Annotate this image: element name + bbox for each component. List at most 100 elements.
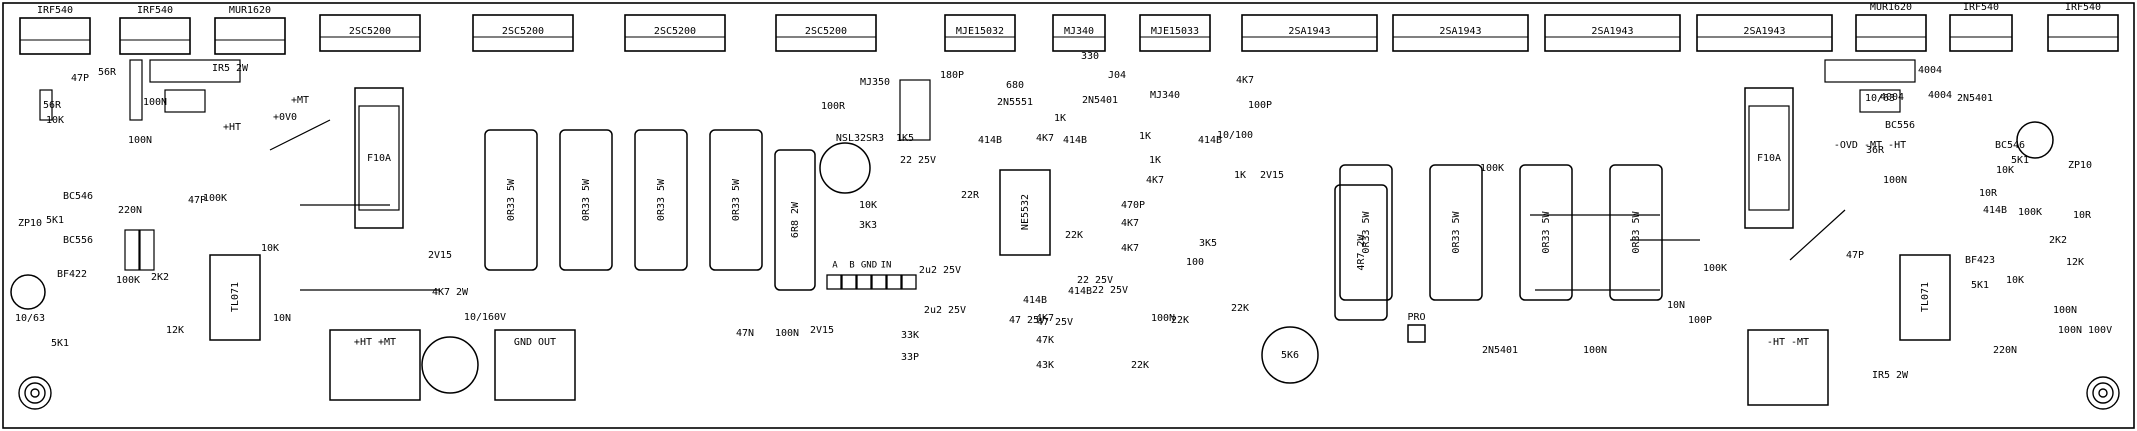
power-resistor xyxy=(709,129,763,271)
transistor-outline xyxy=(1052,14,1106,52)
resistor-body xyxy=(129,59,143,121)
component-label: 414B xyxy=(1198,135,1222,146)
component-label: ZP10 xyxy=(2068,160,2092,171)
component-label: 100R xyxy=(821,101,846,112)
transistor-outline xyxy=(2047,14,2119,52)
component-label: 100N xyxy=(2053,305,2077,316)
component-label: 1K xyxy=(1139,131,1151,142)
component-label: 2V15 xyxy=(1260,170,1284,181)
transistor-outline xyxy=(1855,14,1927,52)
component-label: 22K xyxy=(1065,230,1083,241)
rail-label: -OVD -MT -HT xyxy=(1834,140,1906,151)
ic-outline xyxy=(999,169,1051,256)
rail-label: +0V0 xyxy=(273,112,297,123)
header-pin xyxy=(856,274,872,290)
component-label: 2N5401 xyxy=(1957,93,1993,104)
component-label: IR5 2W xyxy=(212,63,249,74)
component-label: 220N xyxy=(1993,345,2017,356)
transistor-outline xyxy=(1139,14,1211,52)
resistor-body xyxy=(1824,59,1916,83)
transistor-label: 2SC5200 xyxy=(805,26,847,37)
component-label: 100 xyxy=(1186,257,1204,268)
component-label: 180P xyxy=(940,70,964,81)
component-label: 22K xyxy=(1231,303,1249,314)
component-label: BC546 xyxy=(63,191,93,202)
component-label: 1K5 xyxy=(896,133,914,144)
power-resistor-label: 0R33 5W xyxy=(731,178,742,221)
component-label: 22 25V xyxy=(1092,285,1128,296)
component-label: 100K xyxy=(1703,263,1727,274)
component-label: 5K1 xyxy=(51,338,69,349)
component-label: 414B xyxy=(1023,295,1047,306)
component-label: 100N 100V xyxy=(2058,325,2112,336)
component-label: 12K xyxy=(166,325,184,336)
connector-block xyxy=(1407,324,1426,343)
component-label: 47P xyxy=(1846,250,1864,261)
power-resistor xyxy=(484,129,538,271)
transistor-label: IRF540 xyxy=(2065,2,2101,13)
component-label: 47 25V xyxy=(1009,315,1045,326)
connector-label: +HT +MT xyxy=(354,337,396,348)
component-label: 100K xyxy=(116,275,140,286)
electrolytic-capacitor xyxy=(1261,326,1319,384)
trimmer-potentiometer xyxy=(2016,121,2054,159)
component-label: 100N xyxy=(143,97,167,108)
fuse-label: F10A xyxy=(1757,153,1781,164)
component-label: 10/63 xyxy=(15,313,45,324)
ic-label: TL071 xyxy=(230,282,241,312)
header-pin xyxy=(886,274,902,290)
component-label: 2N5401 xyxy=(1482,345,1518,356)
component-label: 470P xyxy=(1121,200,1145,211)
component-label: 2V15 xyxy=(428,250,452,261)
component-label: 4K7 2W xyxy=(432,287,469,298)
power-resistor xyxy=(774,149,816,291)
component-label: 10N xyxy=(1667,300,1685,311)
component-label: 47P xyxy=(188,195,206,206)
resistor-body xyxy=(1859,89,1901,113)
ic-outline xyxy=(209,254,261,341)
ic-outline xyxy=(1899,254,1951,341)
component-label: 33K xyxy=(901,330,919,341)
connector-label: GND OUT xyxy=(514,337,556,348)
component-label: 2V15 xyxy=(810,325,834,336)
rail-label: +MT xyxy=(291,95,309,106)
component-label: 10K xyxy=(1996,165,2014,176)
component-label: 4K7 xyxy=(1036,133,1054,144)
connector-label: PRO xyxy=(1407,312,1425,323)
component-label: 5K1 xyxy=(2011,155,2029,166)
connector-block xyxy=(329,329,421,401)
component-label: 4004 xyxy=(1880,92,1904,103)
mounting-hole xyxy=(2092,382,2114,404)
component-label: BC556 xyxy=(63,235,93,246)
component-label: BF423 xyxy=(1965,255,1995,266)
electrolytic-capacitor xyxy=(10,274,46,310)
transistor-label: MJ340 xyxy=(1064,26,1094,37)
component-label: 2N5401 xyxy=(1082,95,1118,106)
component-label: 22R xyxy=(961,190,980,201)
component-label: 220N xyxy=(118,205,142,216)
power-resistor xyxy=(1609,164,1663,301)
mounting-hole xyxy=(2098,388,2108,398)
component-label: MJ350 xyxy=(860,77,890,88)
power-resistor xyxy=(559,129,613,271)
component-label: 10N xyxy=(273,313,291,324)
fuse-holder xyxy=(1744,87,1794,229)
connector-block xyxy=(1747,329,1829,406)
component-label: 5K1 xyxy=(46,215,64,226)
trimmer-potentiometer xyxy=(819,142,871,194)
component-label: 2u2 25V xyxy=(919,265,961,276)
mounting-hole xyxy=(2086,376,2120,410)
resistor-body xyxy=(164,89,206,113)
component-label: 47K xyxy=(1036,335,1054,346)
resistor-body xyxy=(149,59,241,83)
component-label: 47P xyxy=(71,73,89,84)
component-label: 22K xyxy=(1171,315,1189,326)
component-label: 4K7 xyxy=(1121,243,1139,254)
mounting-hole xyxy=(30,388,40,398)
header-pin xyxy=(901,274,917,290)
connector-block xyxy=(494,329,576,401)
component-label: 10K xyxy=(46,115,64,126)
power-resistor xyxy=(634,129,688,271)
component-label: 100K xyxy=(2018,207,2042,218)
